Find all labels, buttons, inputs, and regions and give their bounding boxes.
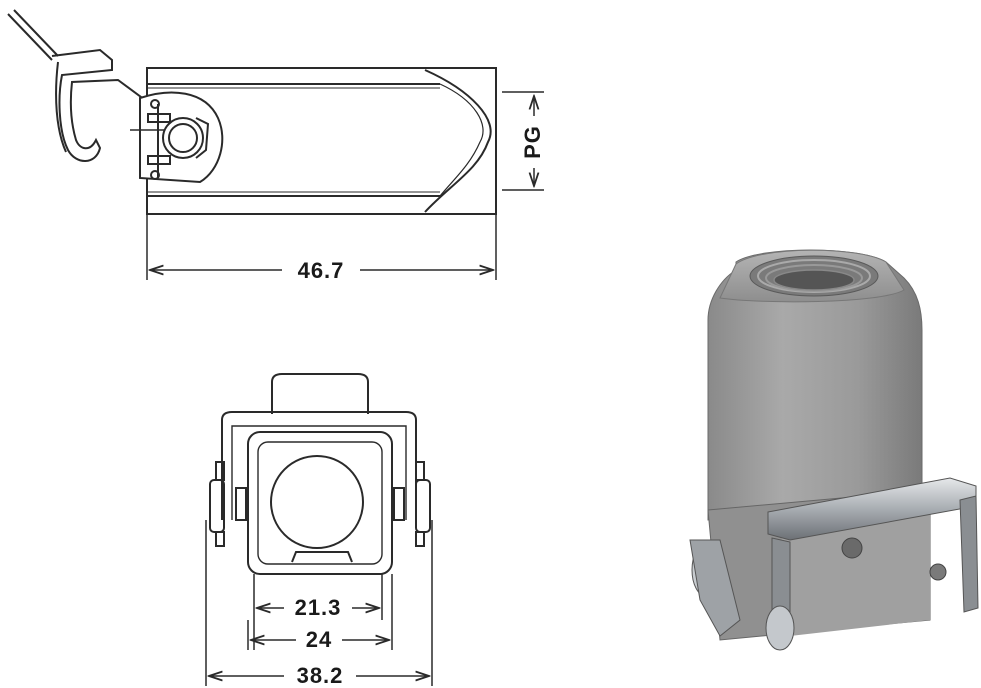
cable-entry	[270, 455, 364, 549]
inner-width-label: 21.3	[295, 595, 342, 620]
front-view	[209, 373, 431, 575]
pg-dimension	[502, 91, 544, 191]
clip-frame	[221, 411, 417, 520]
length-dimension	[146, 214, 497, 280]
lever-wire	[7, 13, 53, 61]
lever-tab	[271, 373, 369, 414]
outer-width-label: 38.2	[297, 663, 344, 688]
mid-width-label: 24	[306, 627, 332, 652]
length-label: 46.7	[298, 258, 345, 283]
product-photo	[689, 249, 979, 651]
housing-square	[247, 431, 393, 575]
pg-label: PG	[520, 125, 545, 159]
width-dimensions	[205, 520, 433, 686]
side-view	[7, 9, 497, 215]
locking-lever	[51, 48, 149, 162]
